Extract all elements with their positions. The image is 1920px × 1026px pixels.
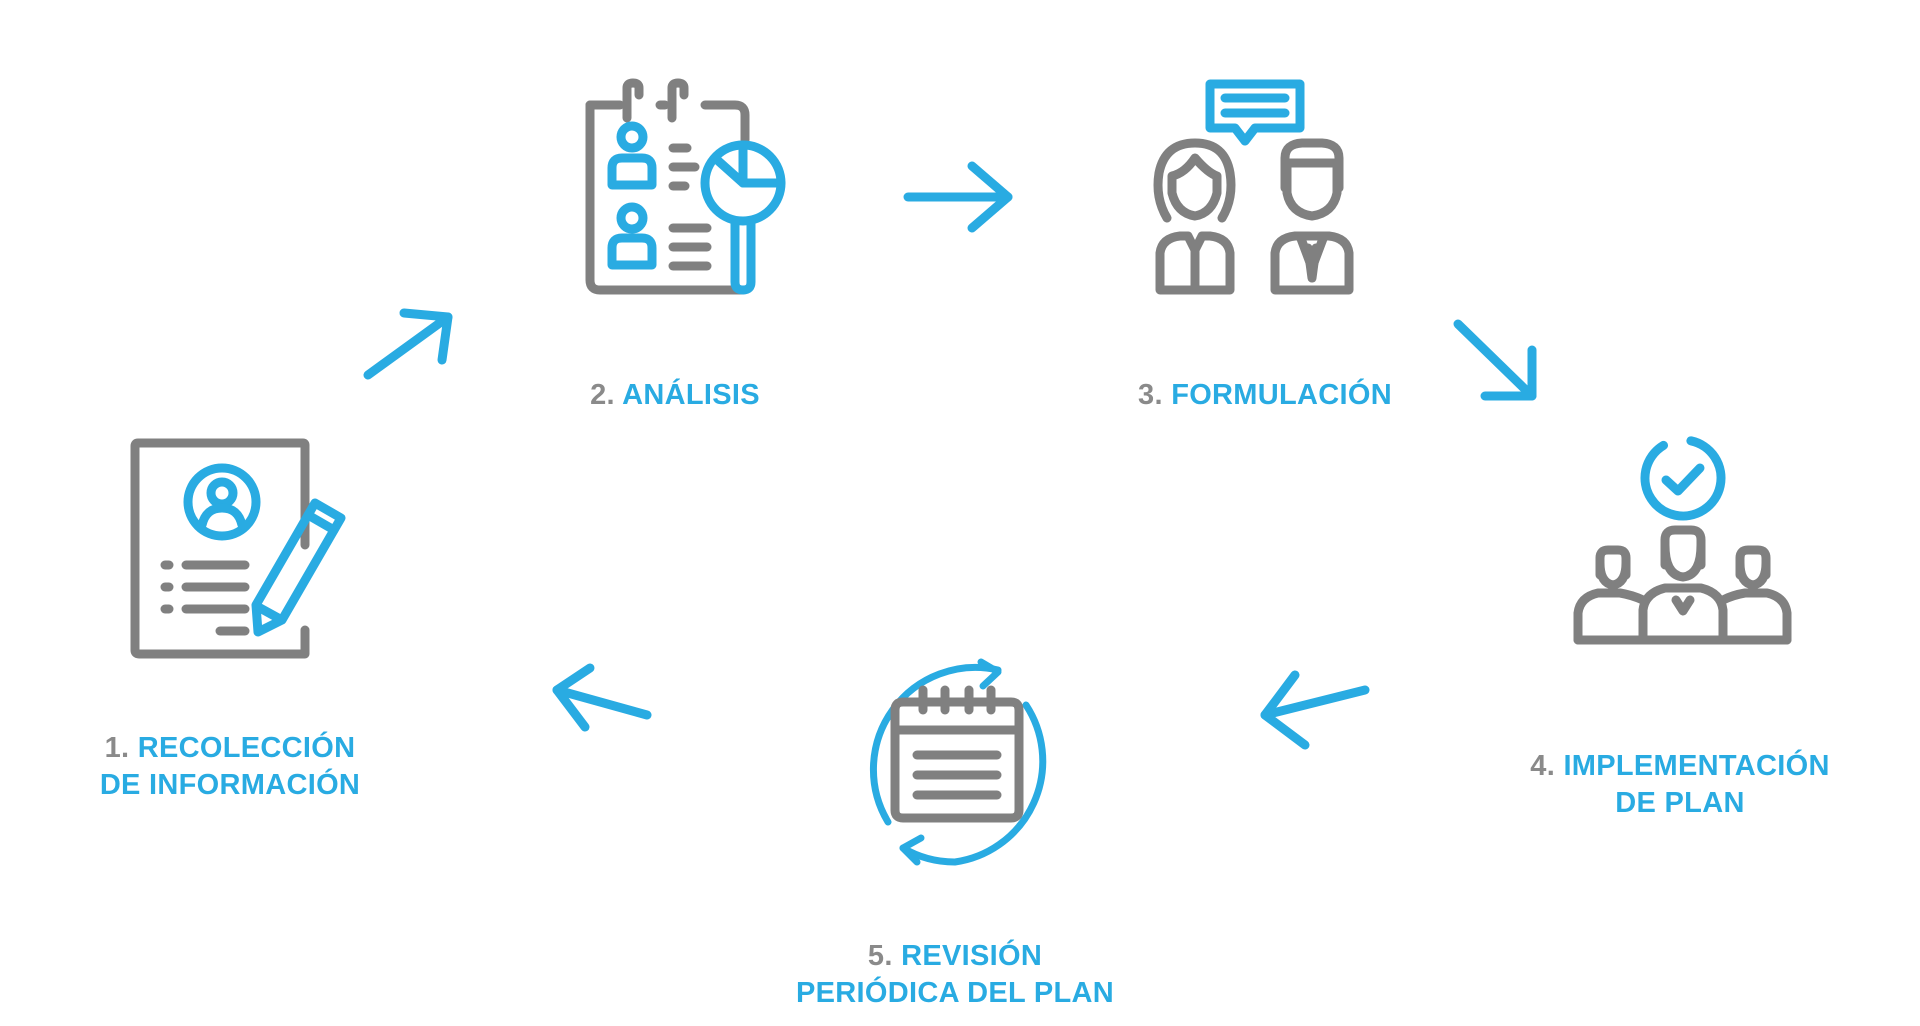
step-4-title-line1: IMPLEMENTACIÓN [1563, 750, 1830, 782]
step-2-label: 2. ANÁLISIS [540, 377, 810, 414]
arrow-2-to-3 [900, 160, 1020, 245]
arrow-5-to-1 [545, 660, 665, 755]
step-4-title-line2: DE PLAN [1615, 787, 1745, 819]
step-2-number: 2. [590, 379, 615, 411]
arrow-3-to-4 [1450, 318, 1550, 413]
calendar-refresh-icon [843, 650, 1068, 875]
step-4-number: 4. [1530, 750, 1556, 782]
step-2-title-line1: ANÁLISIS [622, 379, 760, 411]
step-4-label: 4. IMPLEMENTACIÓN DE PLAN [1520, 748, 1840, 822]
form-with-pencil-icon [130, 438, 360, 670]
arrow-4-to-5 [1255, 660, 1375, 755]
step-3-title-line1: FORMULACIÓN [1171, 379, 1392, 411]
step-5-title-line2: PERIÓDICA DEL PLAN [796, 977, 1114, 1009]
step-1-label: 1. RECOLECCIÓN DE INFORMACIÓN [90, 730, 370, 804]
step-3-number: 3. [1138, 379, 1163, 411]
step-5-label: 5. REVISIÓN PERIÓDICA DEL PLAN [775, 938, 1135, 1012]
two-people-conversation-icon [1150, 78, 1380, 303]
step-1-number: 1. [104, 732, 130, 764]
step-5-number: 5. [867, 940, 893, 972]
step-5-title-line1: REVISIÓN [901, 940, 1043, 972]
arrow-1-to-2 [360, 305, 460, 390]
step-1-title-line1: RECOLECCIÓN [137, 732, 356, 764]
team-with-check-icon [1570, 435, 1795, 655]
step-1-title-line2: DE INFORMACIÓN [99, 769, 361, 801]
clipboard-magnifier-chart-icon [575, 78, 805, 300]
step-3-label: 3. FORMULACIÓN [1115, 377, 1415, 414]
